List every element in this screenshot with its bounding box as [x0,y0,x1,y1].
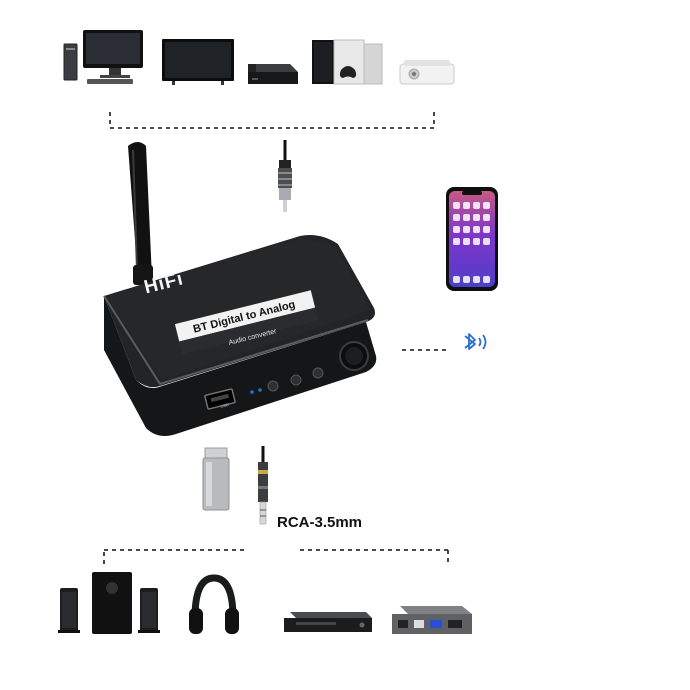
game-console-icon [312,39,383,85]
output-dashed-line [103,549,449,566]
antenna [128,142,153,285]
receiver-icon [392,606,472,634]
usb-drive-icon [202,447,230,511]
tv-icon [162,39,234,85]
set-top-box-icon [248,64,298,84]
dac-device [103,142,377,436]
optical-cable-icon [278,140,292,212]
audio-jack-icon [258,446,268,525]
computer-icon [63,30,143,84]
phone-icon [446,187,498,291]
source-dashed-line [109,112,435,129]
projector-icon [399,60,455,85]
bluetooth-icon [464,333,487,350]
connection-label: RCA-3.5mm [277,514,363,531]
headphones-icon [189,574,239,634]
speakers-icon [58,572,160,634]
dvd-player-icon [284,612,372,632]
